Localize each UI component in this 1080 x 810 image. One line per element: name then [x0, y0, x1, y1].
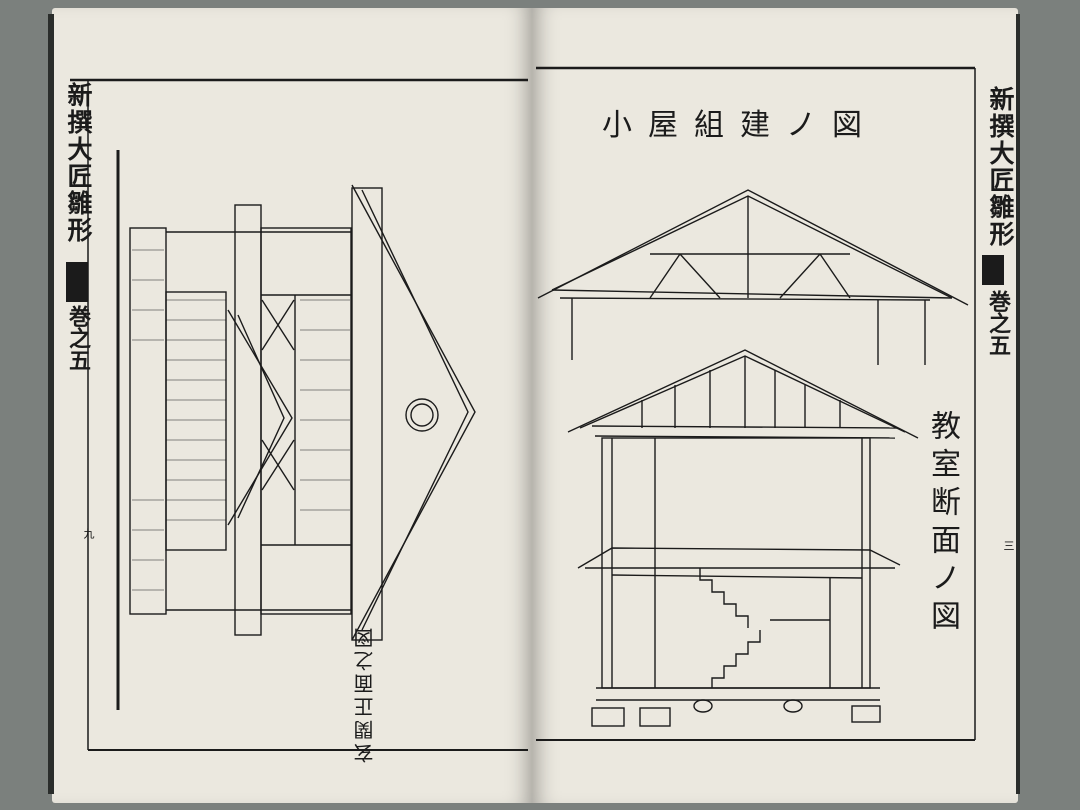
- right-page-caption: 教室断面ノ図: [925, 410, 960, 638]
- right-page-title: 小屋組建ノ図: [602, 108, 878, 143]
- right-cover-edge: [1016, 14, 1020, 794]
- right-margin-title: 新撰大匠雛形: [986, 86, 1015, 248]
- left-hatching: [132, 249, 350, 591]
- classroom-section-drawing: [567, 349, 919, 727]
- right-margin-volume: 巻之五: [985, 290, 1011, 356]
- right-margin-black-tab: [982, 255, 1004, 285]
- left-margin-black-tab: [66, 262, 88, 302]
- roof-truss-drawing: [537, 189, 969, 365]
- left-cover-edge: [48, 14, 54, 794]
- entrance-elevation: [129, 184, 476, 641]
- left-margin-volume: 巻之五: [65, 305, 91, 371]
- left-page: [52, 8, 532, 803]
- right-folio: 三: [1002, 540, 1015, 551]
